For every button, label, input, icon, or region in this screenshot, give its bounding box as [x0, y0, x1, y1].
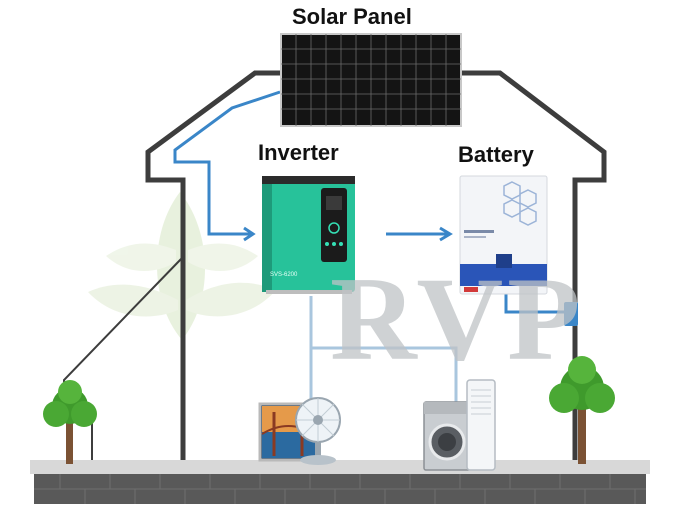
inverter-icon — [262, 176, 355, 294]
inverter-label: Inverter — [258, 140, 339, 165]
battery-connector — [564, 302, 578, 326]
washing-machine-icon — [423, 401, 471, 471]
fan-icon — [295, 397, 341, 465]
solar-panel-label: Solar Panel — [292, 4, 412, 29]
solar-panel-icon — [280, 33, 462, 127]
tree-icon — [43, 380, 97, 464]
tv-icon — [258, 402, 320, 462]
ground — [30, 460, 650, 504]
battery-icon — [459, 175, 548, 295]
inverter-model-text: SVS-6200 — [270, 272, 298, 278]
flow-arrow-icon — [243, 226, 453, 242]
battery-label: Battery — [458, 142, 534, 167]
appliance-wiring — [309, 296, 458, 402]
leaf-watermark-icon — [88, 192, 276, 392]
tree-icon — [549, 356, 615, 464]
watermark-text: RVP — [330, 252, 585, 385]
air-conditioner-icon — [466, 379, 496, 471]
